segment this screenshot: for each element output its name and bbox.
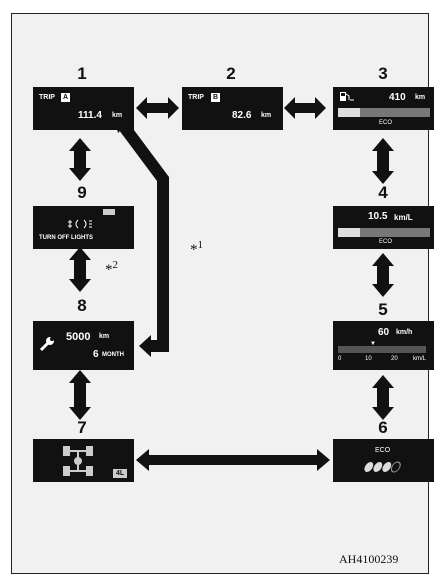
fuel-pump-icon	[340, 92, 354, 101]
4wd-drivetrain-icon	[63, 446, 93, 476]
service-period: 6	[93, 349, 99, 360]
screen-range: 410 km ECO	[333, 87, 434, 130]
trip-value: 82.6	[232, 110, 252, 121]
scale-tick-0: 0	[338, 356, 342, 362]
arrow-7-6	[136, 449, 330, 471]
scale-tick-20: 20	[391, 356, 398, 362]
speed-scale	[338, 346, 426, 353]
headlight-icon	[68, 219, 92, 229]
service-period-unit: MONTH	[102, 352, 124, 358]
trip-value: 111.4	[78, 110, 102, 121]
scale-tick-10: 10	[365, 356, 372, 362]
scale-unit: km/L	[413, 356, 427, 362]
arrow-1-8-bent	[117, 120, 169, 352]
arrow-5-6	[372, 375, 394, 420]
consumption-bar-fill	[338, 108, 360, 117]
trip-label: TRIP	[39, 94, 55, 101]
trip-unit: km	[261, 112, 272, 119]
trip-letter-badge: A	[61, 93, 71, 102]
arrow-3-4	[372, 138, 394, 184]
step-number-3: 3	[378, 64, 388, 83]
consumption-unit: km/L	[394, 213, 413, 222]
arrow-1-8-head-bottom	[139, 335, 151, 357]
arrow-1-9	[69, 138, 91, 181]
speed-unit: km/h	[396, 329, 413, 336]
arrow-8-7	[69, 370, 91, 420]
trip-letter-badge: B	[211, 93, 221, 102]
trip-label: TRIP	[188, 94, 204, 101]
eco-leaves-icon	[364, 461, 401, 473]
figure-code: AH4100239	[339, 552, 399, 566]
step-number-4: 4	[378, 183, 388, 202]
consumption-bar-fill	[338, 228, 360, 237]
arrow-1-2	[136, 97, 179, 119]
footnote-ref-2: *2	[105, 259, 118, 278]
arrow-9-8	[69, 247, 91, 292]
consumption-bar	[338, 108, 430, 117]
step-number-5: 5	[378, 300, 388, 319]
step-number-1: 1	[77, 64, 87, 83]
key-icon	[103, 209, 115, 215]
service-distance: 5000	[66, 331, 91, 343]
footnote-ref-1: *1	[190, 239, 203, 258]
screen-4wd: 4L	[33, 439, 134, 482]
step-number-2: 2	[226, 64, 236, 83]
screen-trip-a: TRIP A 111.4 km	[33, 87, 134, 130]
step-number-8: 8	[77, 296, 87, 315]
speed-pointer: ▼	[370, 341, 376, 347]
screen-turn-off-lights: TURN OFF LIGHTS	[33, 206, 134, 249]
trip-unit: km	[112, 112, 123, 119]
eco-label: ECO	[379, 120, 393, 126]
screen-trip-b: TRIP B 82.6 km	[182, 87, 283, 130]
arrow-4-5	[372, 253, 394, 297]
turn-off-lights-message: TURN OFF LIGHTS	[39, 235, 93, 241]
screen-avg-consumption: 10.5 km/L ECO	[333, 206, 434, 249]
eco-label: ECO	[379, 239, 393, 245]
wrench-icon	[39, 337, 54, 352]
arrow-2-3	[284, 97, 326, 119]
4l-badge: 4L	[113, 469, 128, 478]
range-unit: km	[415, 94, 426, 101]
service-distance-unit: km	[99, 333, 110, 340]
range-value: 410	[389, 92, 406, 103]
step-number-6: 6	[378, 418, 388, 437]
consumption-bar	[338, 228, 430, 237]
screen-speed: 60 km/h ▼ 0 10 20 km/L	[333, 321, 434, 370]
screen-service-reminder: 5000 km 6 MONTH	[33, 321, 134, 370]
step-number-9: 9	[77, 183, 87, 202]
consumption-value: 10.5	[368, 211, 388, 222]
speed-value: 60	[378, 327, 390, 338]
screen-eco: ECO	[333, 439, 434, 482]
step-number-7: 7	[77, 418, 87, 437]
eco-title: ECO	[375, 447, 391, 454]
